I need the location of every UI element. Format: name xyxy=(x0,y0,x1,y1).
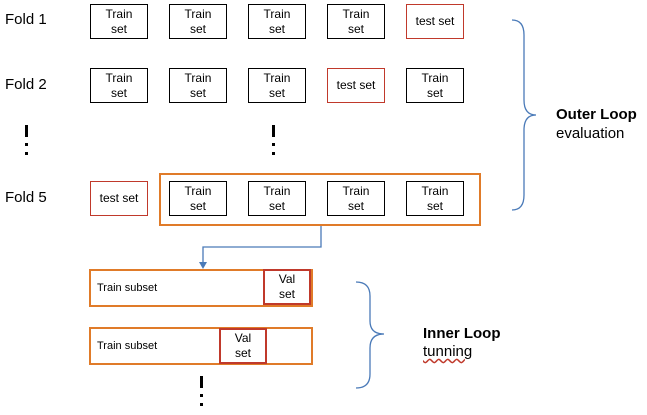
fold-5-label: Fold 5 xyxy=(5,189,47,206)
outer-loop-title: Outer Loop xyxy=(556,106,637,123)
fold-5-test-box: test set xyxy=(90,181,148,216)
inner-row-1-val-box: Val set xyxy=(263,269,311,305)
fold-1-test-box: test set xyxy=(406,4,464,39)
fold-1-train-box-3: Train set xyxy=(248,4,306,39)
fold-2-label: Fold 2 xyxy=(5,76,47,93)
fold-5-train-box-2: Train set xyxy=(169,181,227,216)
outer-loop-subtitle: evaluation xyxy=(556,125,625,142)
fold-5-to-inner-arrow xyxy=(202,226,322,264)
fold-1-train-box-2: Train set xyxy=(169,4,227,39)
inner-loop-subtitle: tunning xyxy=(423,343,473,360)
fold-ellipsis-left xyxy=(22,125,30,155)
fold-1-train-box-4: Train set xyxy=(327,4,385,39)
inner-row-1-train-subset-label: Train subset xyxy=(97,282,158,294)
inner-row-2 xyxy=(89,327,313,365)
fold-5-train-group-highlight xyxy=(159,173,481,226)
outer-loop-brace xyxy=(511,19,537,211)
inner-loop-title: Inner Loop xyxy=(423,325,501,342)
fold-5-train-box-3: Train set xyxy=(248,181,306,216)
inner-ellipsis xyxy=(197,376,205,406)
fold-2-test-box: test set xyxy=(327,68,385,103)
fold-2-train-box-5: Train set xyxy=(406,68,464,103)
inner-row-1 xyxy=(89,269,313,307)
fold-2-train-box-2: Train set xyxy=(169,68,227,103)
fold-2-train-box-3: Train set xyxy=(248,68,306,103)
fold-1-label: Fold 1 xyxy=(5,11,47,28)
inner-row-2-train-subset-label: Train subset xyxy=(97,340,158,352)
inner-loop-brace xyxy=(355,281,385,389)
fold-5-train-box-5: Train set xyxy=(406,181,464,216)
fold-ellipsis-center xyxy=(269,125,277,155)
arrow-head xyxy=(199,262,207,269)
inner-row-2-val-box: Val set xyxy=(219,328,267,364)
fold-1-train-box-1: Train set xyxy=(90,4,148,39)
fold-5-train-box-4: Train set xyxy=(327,181,385,216)
fold-2-train-box-1: Train set xyxy=(90,68,148,103)
